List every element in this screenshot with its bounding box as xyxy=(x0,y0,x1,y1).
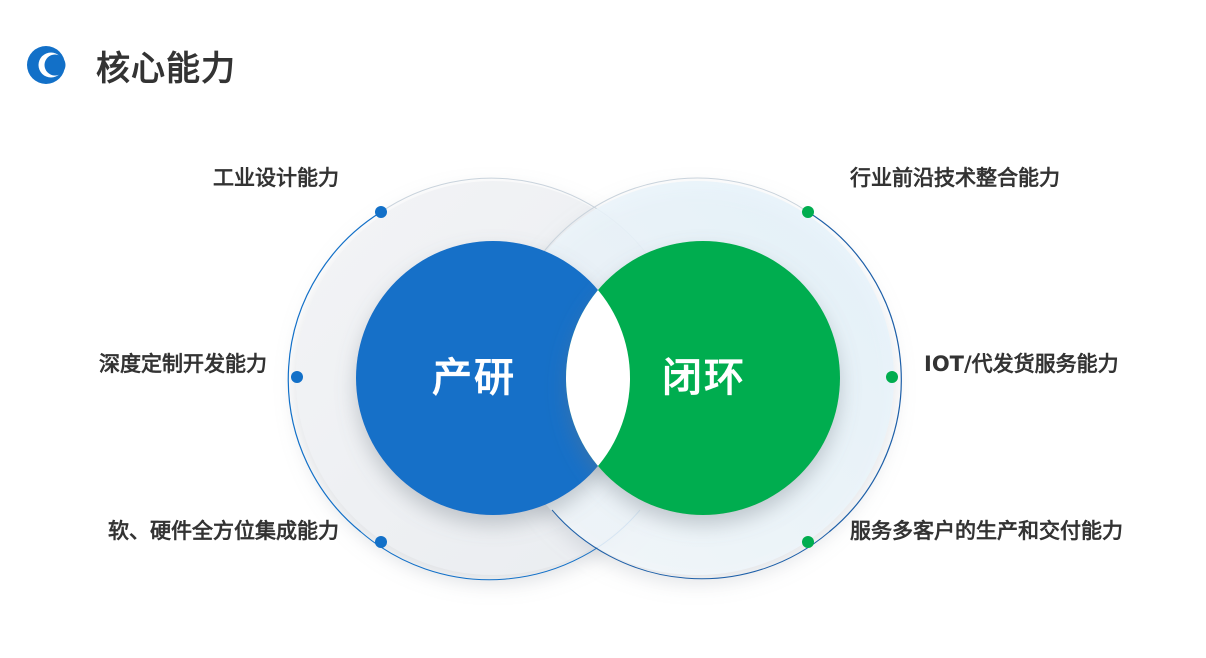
capability-left-3: 软、硬件全方位集成能力 xyxy=(108,519,339,543)
core-label-right: 闭环 xyxy=(662,355,746,401)
capability-right-3: 服务多客户的生产和交付能力 xyxy=(850,519,1123,543)
marker-dot-left-3 xyxy=(375,536,387,548)
core-circle-left xyxy=(356,241,630,515)
core-label-left: 产研 xyxy=(432,355,516,401)
page-header: 核心能力 xyxy=(26,40,236,90)
marker-dot-right-1 xyxy=(802,206,814,218)
capability-right-1: 行业前沿技术整合能力 xyxy=(850,166,1060,190)
capability-left-2: 深度定制开发能力 xyxy=(99,352,267,376)
marker-dot-right-2 xyxy=(886,371,898,383)
marker-dot-left-2 xyxy=(291,371,303,383)
marker-dot-right-3 xyxy=(802,536,814,548)
core-circle-right xyxy=(566,241,840,515)
page-title: 核心能力 xyxy=(96,48,236,89)
capability-right-2: IOT/代发货服务能力 xyxy=(924,352,1119,376)
capability-left-1: 工业设计能力 xyxy=(213,166,339,190)
marker-dot-left-1 xyxy=(375,206,387,218)
crescent-icon xyxy=(27,46,66,84)
